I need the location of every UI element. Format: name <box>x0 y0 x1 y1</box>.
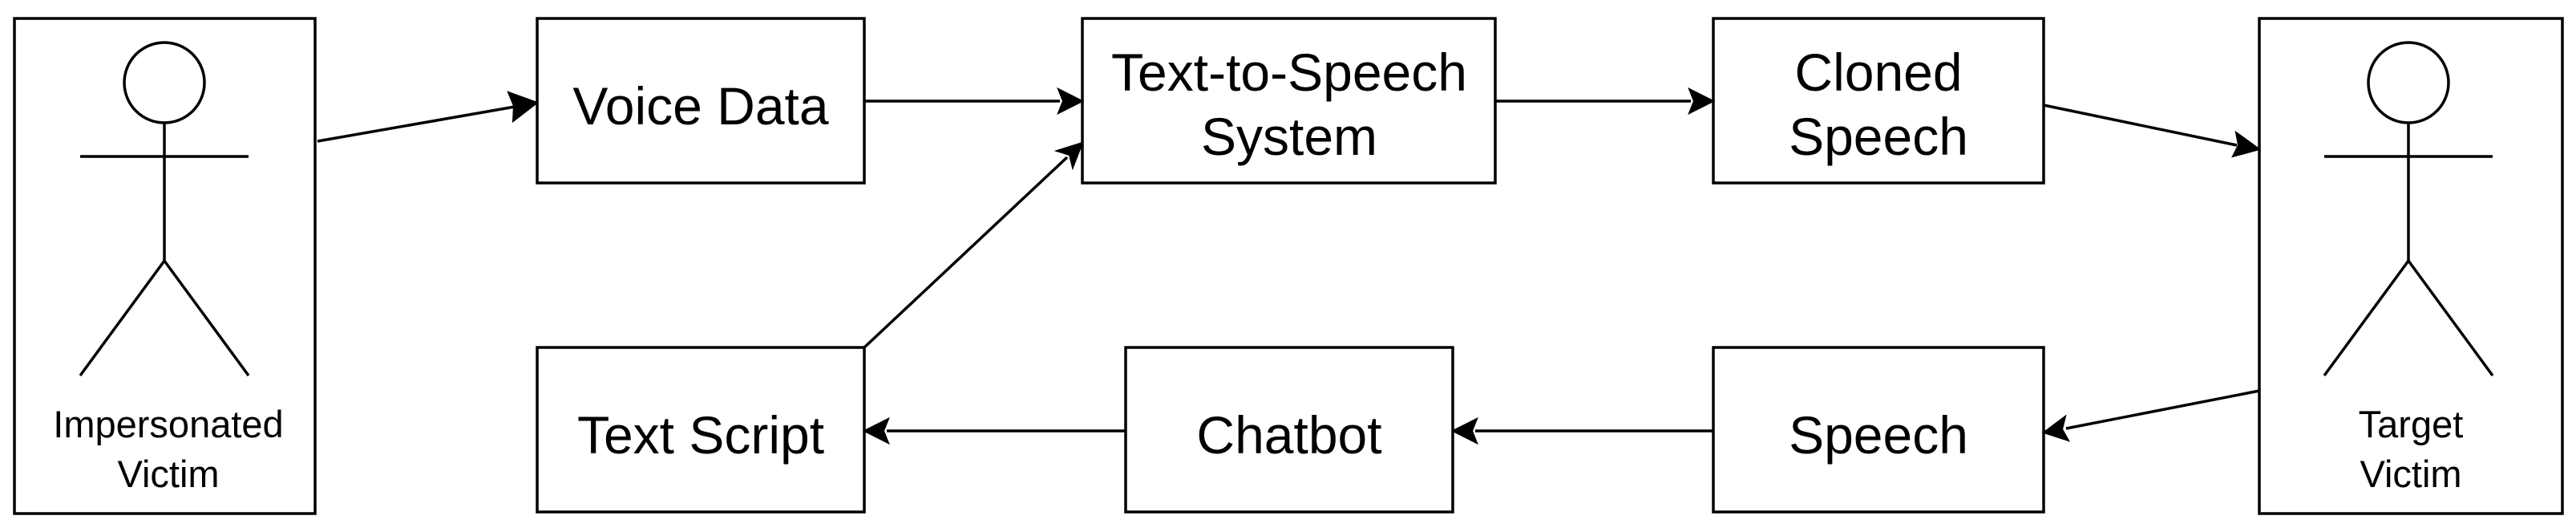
cloned-speech-label-line2: Speech <box>1789 107 1968 166</box>
cloned-speech-node <box>1712 17 2045 185</box>
chatbot-label: Chatbot <box>1196 405 1381 465</box>
impersonated-victim-label-line2: Victim <box>117 453 219 495</box>
arrow-cloned-speech-to-target-victim <box>2043 104 2262 158</box>
arrow-text-script-to-text-to-speech-system <box>863 141 1084 349</box>
impersonated-victim-label-line1: Impersonated <box>53 403 283 445</box>
impersonated-victim-stick-figure-icon <box>79 41 250 377</box>
speech-label: Speech <box>1789 405 1968 465</box>
arrow-voice-data-to-text-to-speech-system <box>864 87 1085 116</box>
target-victim-label-line2: Victim <box>2360 453 2461 495</box>
cloned-speech-label-line1: Cloned <box>1794 43 1962 102</box>
target-victim-label-line1: Target <box>2359 403 2464 445</box>
voice-data-label: Voice Data <box>572 76 828 136</box>
chatbot-node <box>1124 346 1454 514</box>
speech-node <box>1712 346 2045 514</box>
arrow-target-victim-to-speech <box>2041 389 2260 442</box>
arrow-text-to-speech-system-to-cloned-speech <box>1495 87 1716 116</box>
voice-data-node <box>536 17 866 185</box>
text-to-speech-system-label-line1: Text-to-Speech <box>1111 43 1467 102</box>
target-victim-stick-figure-icon <box>2323 41 2494 377</box>
text-script-label: Text Script <box>577 405 824 465</box>
text-to-speech-system-label-line2: System <box>1201 107 1377 166</box>
arrow-impersonated-victim-to-voice-data <box>317 91 540 143</box>
arrow-chatbot-to-text-script <box>862 416 1126 445</box>
arrow-speech-to-chatbot <box>1450 416 1713 445</box>
text-script-node <box>536 346 866 514</box>
